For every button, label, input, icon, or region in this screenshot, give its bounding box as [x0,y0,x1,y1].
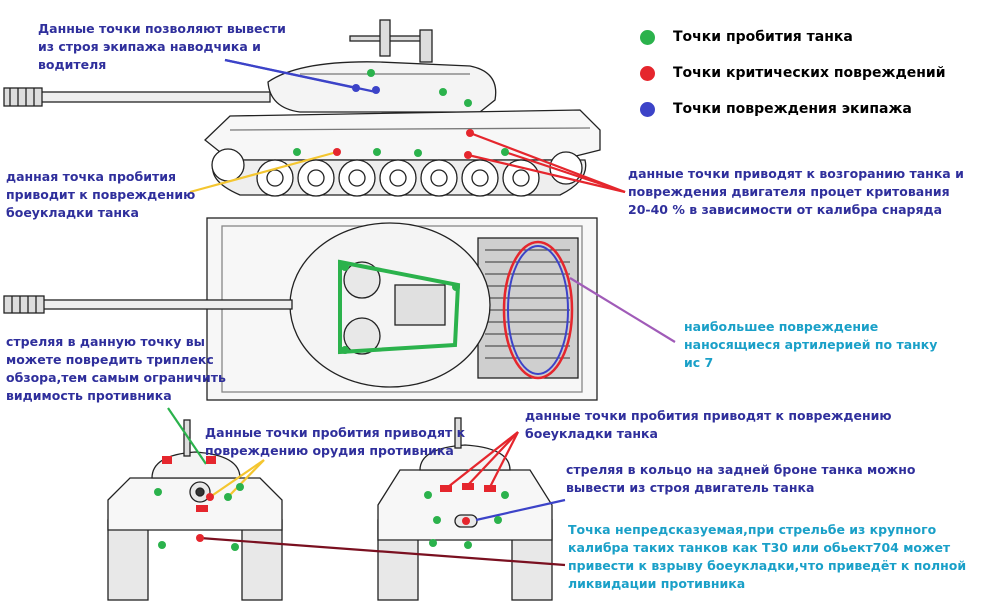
front-crit-point [206,456,216,464]
side-muzzle-brake [3,87,43,107]
annotation-artillery: наибольшее повреждение наносящиеся артил… [684,319,938,371]
side-turret [267,61,497,113]
side-green-point [293,148,301,156]
tank-front-view [107,419,283,601]
side-green-point [501,148,509,156]
blue-dot-icon [640,101,655,117]
rear-hull [377,469,553,541]
side-green-point [439,88,447,96]
legend-label: Точки критических повреждений [673,65,946,81]
side-crew-point [372,86,380,94]
front-green-point [154,488,162,496]
front-triplex-point [162,456,172,464]
front-green-point [231,543,239,551]
annotation-ammo-rear: данные точки пробития приводят к поврежд… [525,408,892,442]
legend-label: Точки повреждения экипажа [673,101,912,117]
side-crit-point [466,129,474,137]
rear-crit-point [484,485,496,492]
side-green-point [367,69,375,77]
top-turret [289,222,491,388]
side-green-point [414,149,422,157]
artillery-zone-outline [502,240,574,380]
side-crit-point [464,151,472,159]
front-crit-point [196,505,208,512]
rear-green-point [464,541,472,549]
annotation-triplex: стреляя в данную точку вы можете повреди… [6,334,226,404]
front-green-point [224,493,232,501]
artillery-zone-outline-inner [507,245,569,375]
rear-crit-point [462,483,474,490]
legend-item-crew: Точки повреждения экипажа [640,101,912,117]
side-crew-point [352,84,360,92]
rear-crit-point [462,517,470,525]
top-green-zone [338,259,461,355]
hit-points [154,69,509,551]
legend-item-penetration: Точки пробития танка [640,29,853,45]
tank-side-view [3,19,601,197]
front-track-right [241,519,283,601]
rear-crit-point [440,485,452,492]
top-muzzle-brake [3,295,45,314]
legend-label: Точки пробития танка [673,29,853,45]
red-dot-icon [640,65,655,81]
annotation-crew: Данные точки позволяют вывести из строя … [38,21,286,73]
rear-green-point [424,491,432,499]
top-green-point [341,263,349,271]
leader-lines [167,58,676,567]
front-hull [107,477,283,531]
legend-item-critical: Точки критических повреждений [640,65,946,81]
side-crit-point [333,148,341,156]
top-gun-barrel [41,299,293,310]
top-green-point [452,283,460,291]
rear-green-point [433,516,441,524]
front-track-left [107,519,149,601]
top-green-point [341,346,349,354]
front-green-point [158,541,166,549]
rear-green-point [501,491,509,499]
side-gun-barrel [39,91,271,103]
rear-green-point [494,516,502,524]
rear-green-point [429,539,437,547]
annotation-gun-damage: Данные точки пробития приводят к поврежд… [205,425,466,459]
side-green-point [464,99,472,107]
annotation-engine-fire: данные точки приводят к возгоранию танка… [628,166,964,218]
front-green-point [236,483,244,491]
front-crit-point [206,493,214,501]
front-turret [151,451,241,479]
side-green-point [373,148,381,156]
side-hull [204,109,601,161]
front-crit-point [196,534,204,542]
green-dot-icon [640,29,655,45]
annotation-ring: стреляя в кольцо на задней броне танка м… [566,462,916,496]
annotation-unpredictable: Точка непредсказуемая,при стрельбе из кр… [568,522,967,592]
annotation-ammo-side: данная точка пробития приводит к поврежд… [6,169,196,221]
tank-rear-view [377,417,553,601]
